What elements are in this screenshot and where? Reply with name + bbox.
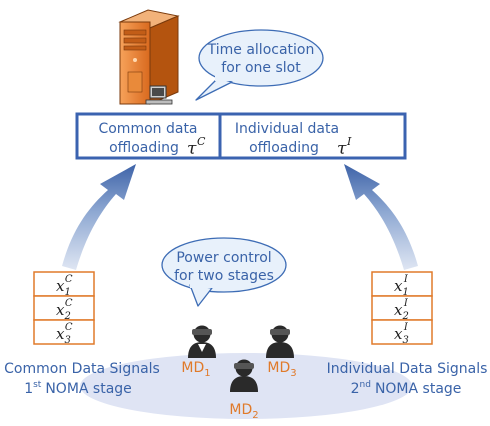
user-icon-md1 — [188, 325, 216, 358]
individual-signal-stack: x1I x2I x3I — [371, 271, 433, 346]
common-upload-arrow — [62, 164, 136, 270]
tau-i-superscript: I — [346, 135, 352, 148]
individual-signal-x1: x1I — [394, 274, 409, 298]
time-allocation-line2: for one slot — [221, 60, 301, 76]
common-signal-x2: x2C — [56, 298, 73, 322]
individual-signal-x2: x2I — [394, 298, 409, 322]
user-icon-md3 — [266, 325, 294, 358]
common-signal-x1: x1C — [56, 274, 73, 298]
common-offloading-line2: offloading — [109, 140, 179, 156]
individual-signal-x3: x3I — [394, 322, 409, 346]
power-control-line2: for two stages — [174, 268, 274, 284]
md1-label: MD1 — [181, 360, 210, 379]
power-control-line1: Power control — [176, 250, 271, 266]
individual-upload-arrow — [344, 164, 418, 270]
tau-i-symbol: τ — [337, 139, 347, 159]
common-signal-stack: x1C x2C x3C — [33, 271, 95, 346]
individual-offloading-line2: offloading — [249, 140, 319, 156]
tau-c-symbol: τ — [187, 139, 197, 159]
power-control-bubble: Power control for two stages — [161, 237, 287, 307]
common-signal-x3: x3C — [56, 322, 73, 346]
md2-label: MD2 — [229, 402, 258, 421]
tau-c-superscript: C — [197, 135, 206, 148]
server-icon — [118, 9, 180, 105]
md3-label: MD3 — [267, 360, 296, 379]
user-icon-md2 — [230, 359, 258, 392]
time-allocation-bubble: Time allocation for one slot — [195, 29, 324, 101]
time-allocation-box: Common data offloading τ C Individual da… — [75, 112, 407, 160]
common-signals-caption: Common Data Signals — [4, 361, 160, 377]
common-offloading-line1: Common data — [98, 121, 197, 137]
individual-offloading-line1: Individual data — [235, 121, 339, 137]
individual-signals-caption: Individual Data Signals — [327, 361, 488, 377]
time-allocation-line1: Time allocation — [207, 42, 315, 58]
